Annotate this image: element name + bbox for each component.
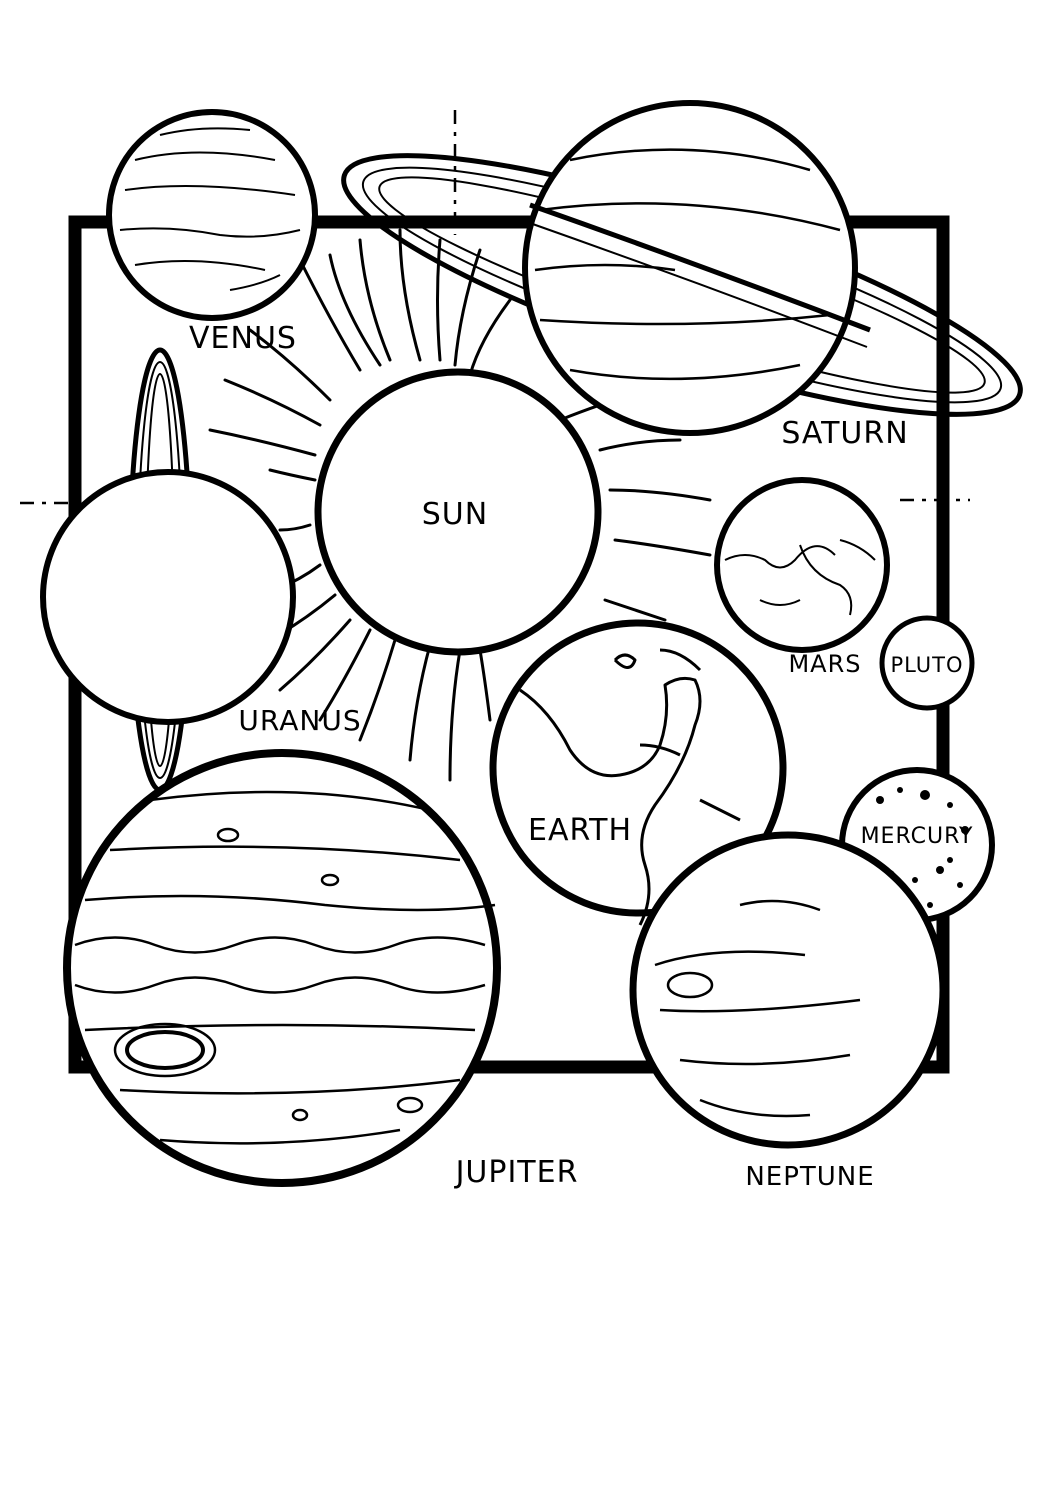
sun-star bbox=[314, 368, 602, 656]
label-mars: MARS bbox=[788, 650, 861, 678]
uranus-planet bbox=[40, 469, 296, 725]
earth-planet bbox=[489, 619, 787, 926]
guide-lines bbox=[20, 110, 970, 505]
label-jupiter: JUPITER bbox=[454, 1155, 579, 1190]
label-uranus: URANUS bbox=[238, 704, 361, 737]
label-sun: SUN bbox=[422, 497, 488, 532]
neptune-planet bbox=[629, 831, 947, 1149]
label-pluto: PLUTO bbox=[890, 653, 963, 677]
mars-planet bbox=[714, 477, 890, 653]
pluto-planet bbox=[879, 615, 975, 711]
label-neptune: NEPTUNE bbox=[745, 1162, 874, 1192]
label-venus: VENUS bbox=[189, 321, 297, 356]
venus-planet bbox=[106, 109, 318, 321]
planet-labels: VENUS SATURN SUN MARS PLUTO URANUS EARTH… bbox=[189, 321, 974, 1192]
label-mercury: MERCURY bbox=[861, 824, 974, 849]
label-earth: EARTH bbox=[528, 813, 632, 848]
label-saturn: SATURN bbox=[781, 416, 908, 451]
sun-rays bbox=[208, 228, 712, 782]
jupiter-planet bbox=[63, 749, 501, 1187]
saturn-planet bbox=[522, 100, 871, 436]
